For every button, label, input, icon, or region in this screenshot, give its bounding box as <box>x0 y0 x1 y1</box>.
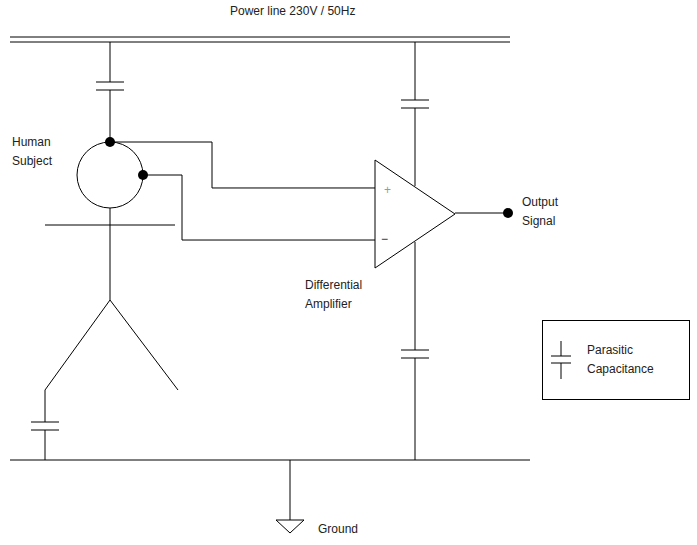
wire <box>415 358 416 460</box>
amplifier-triangle: +−Differential Amplifier <box>375 160 455 268</box>
leg-line <box>110 300 178 390</box>
subject-label: Human Subject <box>12 133 68 171</box>
wire <box>110 42 111 82</box>
capacitor-plate <box>401 350 429 351</box>
ground-stem <box>290 460 291 520</box>
wire <box>415 42 416 100</box>
pin-label: + <box>384 181 391 200</box>
capacitor-plate <box>96 82 124 83</box>
head-outline <box>77 142 143 208</box>
legend-entry: Parasitic Capacitance <box>543 321 689 381</box>
output-dot <box>503 208 513 218</box>
node-outline <box>375 160 455 268</box>
node-outline <box>77 142 143 208</box>
ground-symbol <box>276 520 304 533</box>
leg-line <box>45 300 110 390</box>
pin-label: − <box>381 230 388 249</box>
power-line <box>10 42 510 43</box>
wire <box>415 108 416 186</box>
wire <box>415 242 416 350</box>
legend-text: Parasitic Capacitance <box>587 341 682 379</box>
head-circle: Human Subject <box>77 142 143 208</box>
signal-wire <box>110 142 375 188</box>
arms-line <box>45 225 175 226</box>
body-line <box>110 208 111 300</box>
amplifier-outline <box>375 160 455 268</box>
wire <box>45 430 46 460</box>
output-label: Output Signal <box>522 193 572 231</box>
legend-swatch <box>543 321 579 381</box>
wire <box>45 390 46 422</box>
capacitor-plate <box>401 100 429 101</box>
signal-wire <box>143 175 375 240</box>
power-line-label: Power line 230V / 50Hz <box>230 2 355 21</box>
ground-label: Ground <box>318 520 358 539</box>
wire <box>110 90 111 142</box>
power-line <box>10 37 510 38</box>
capacitor-plate <box>31 422 59 423</box>
output-wire <box>455 213 504 214</box>
amplifier-label: Differential Amplifier <box>305 276 385 314</box>
legend-box: Parasitic Capacitance <box>542 320 690 400</box>
ground-line <box>10 460 530 461</box>
